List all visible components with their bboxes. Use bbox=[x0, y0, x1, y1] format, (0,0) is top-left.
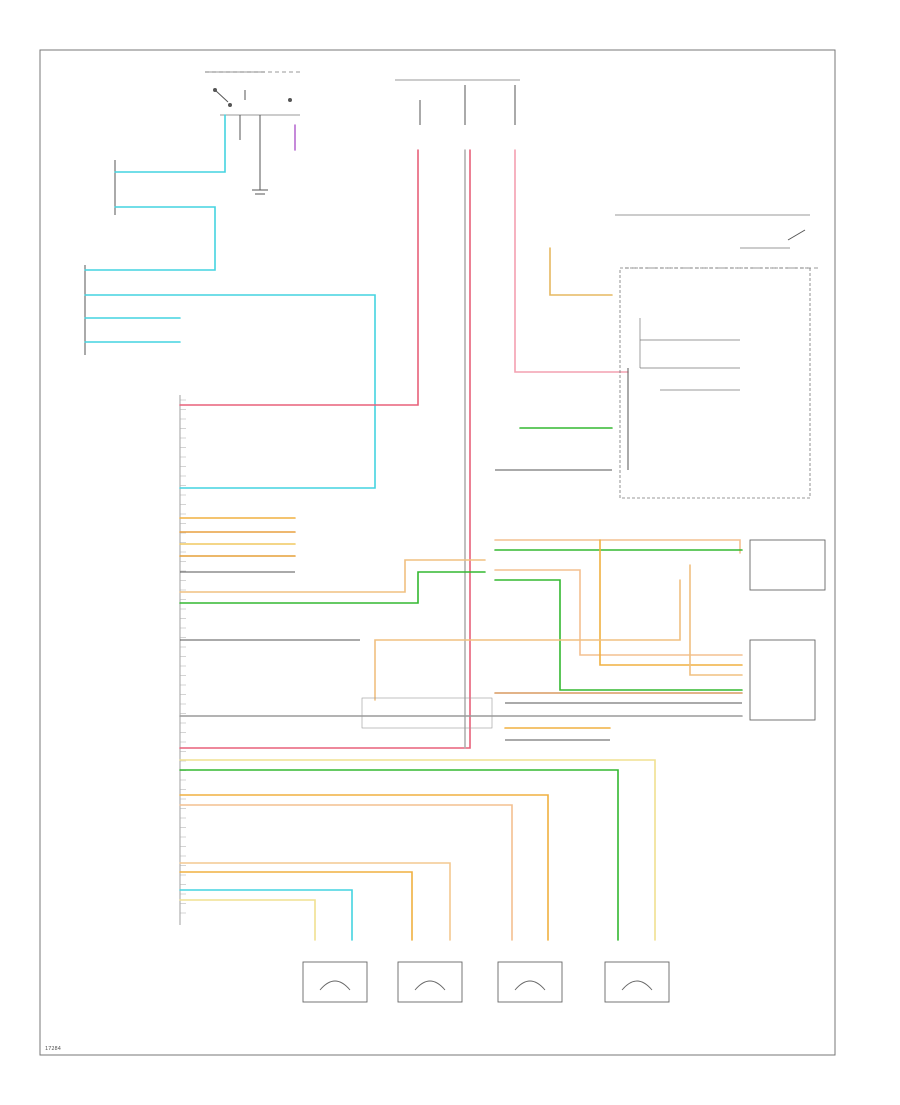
connector-pin-column bbox=[180, 399, 186, 914]
wheel-speed-sensor-left-rear bbox=[497, 961, 563, 1003]
wheel-speed-sensor-right-front bbox=[604, 961, 670, 1003]
fuse-block-top bbox=[395, 79, 520, 125]
orange-wire-top-right bbox=[549, 247, 613, 296]
ground-symbol bbox=[252, 189, 268, 195]
splice-box bbox=[361, 697, 493, 729]
data-lines-right bbox=[179, 539, 743, 701]
wheel-speed-sensor-left-front bbox=[302, 961, 368, 1003]
cyan-wires bbox=[84, 114, 376, 941]
wheel-speed-sensor-right-rear bbox=[397, 961, 463, 1003]
lateral-accel-sensor-box bbox=[749, 539, 826, 591]
pink-red-wires bbox=[179, 149, 629, 749]
wheel-speed-wires bbox=[179, 759, 656, 941]
stoplamp-switch bbox=[615, 214, 820, 269]
ebcm-module bbox=[84, 160, 181, 925]
wheel-speed-sensors bbox=[302, 961, 670, 1003]
diagram-frame bbox=[39, 49, 836, 1056]
traction-control-switch bbox=[205, 71, 300, 190]
yaw-rate-sensor-box bbox=[749, 639, 816, 721]
sensor-wires-orange-yellow bbox=[179, 517, 296, 557]
transfer-case-internals bbox=[627, 318, 740, 470]
transfer-case-module bbox=[619, 267, 811, 499]
footer-code: 17284 bbox=[45, 1046, 61, 1052]
